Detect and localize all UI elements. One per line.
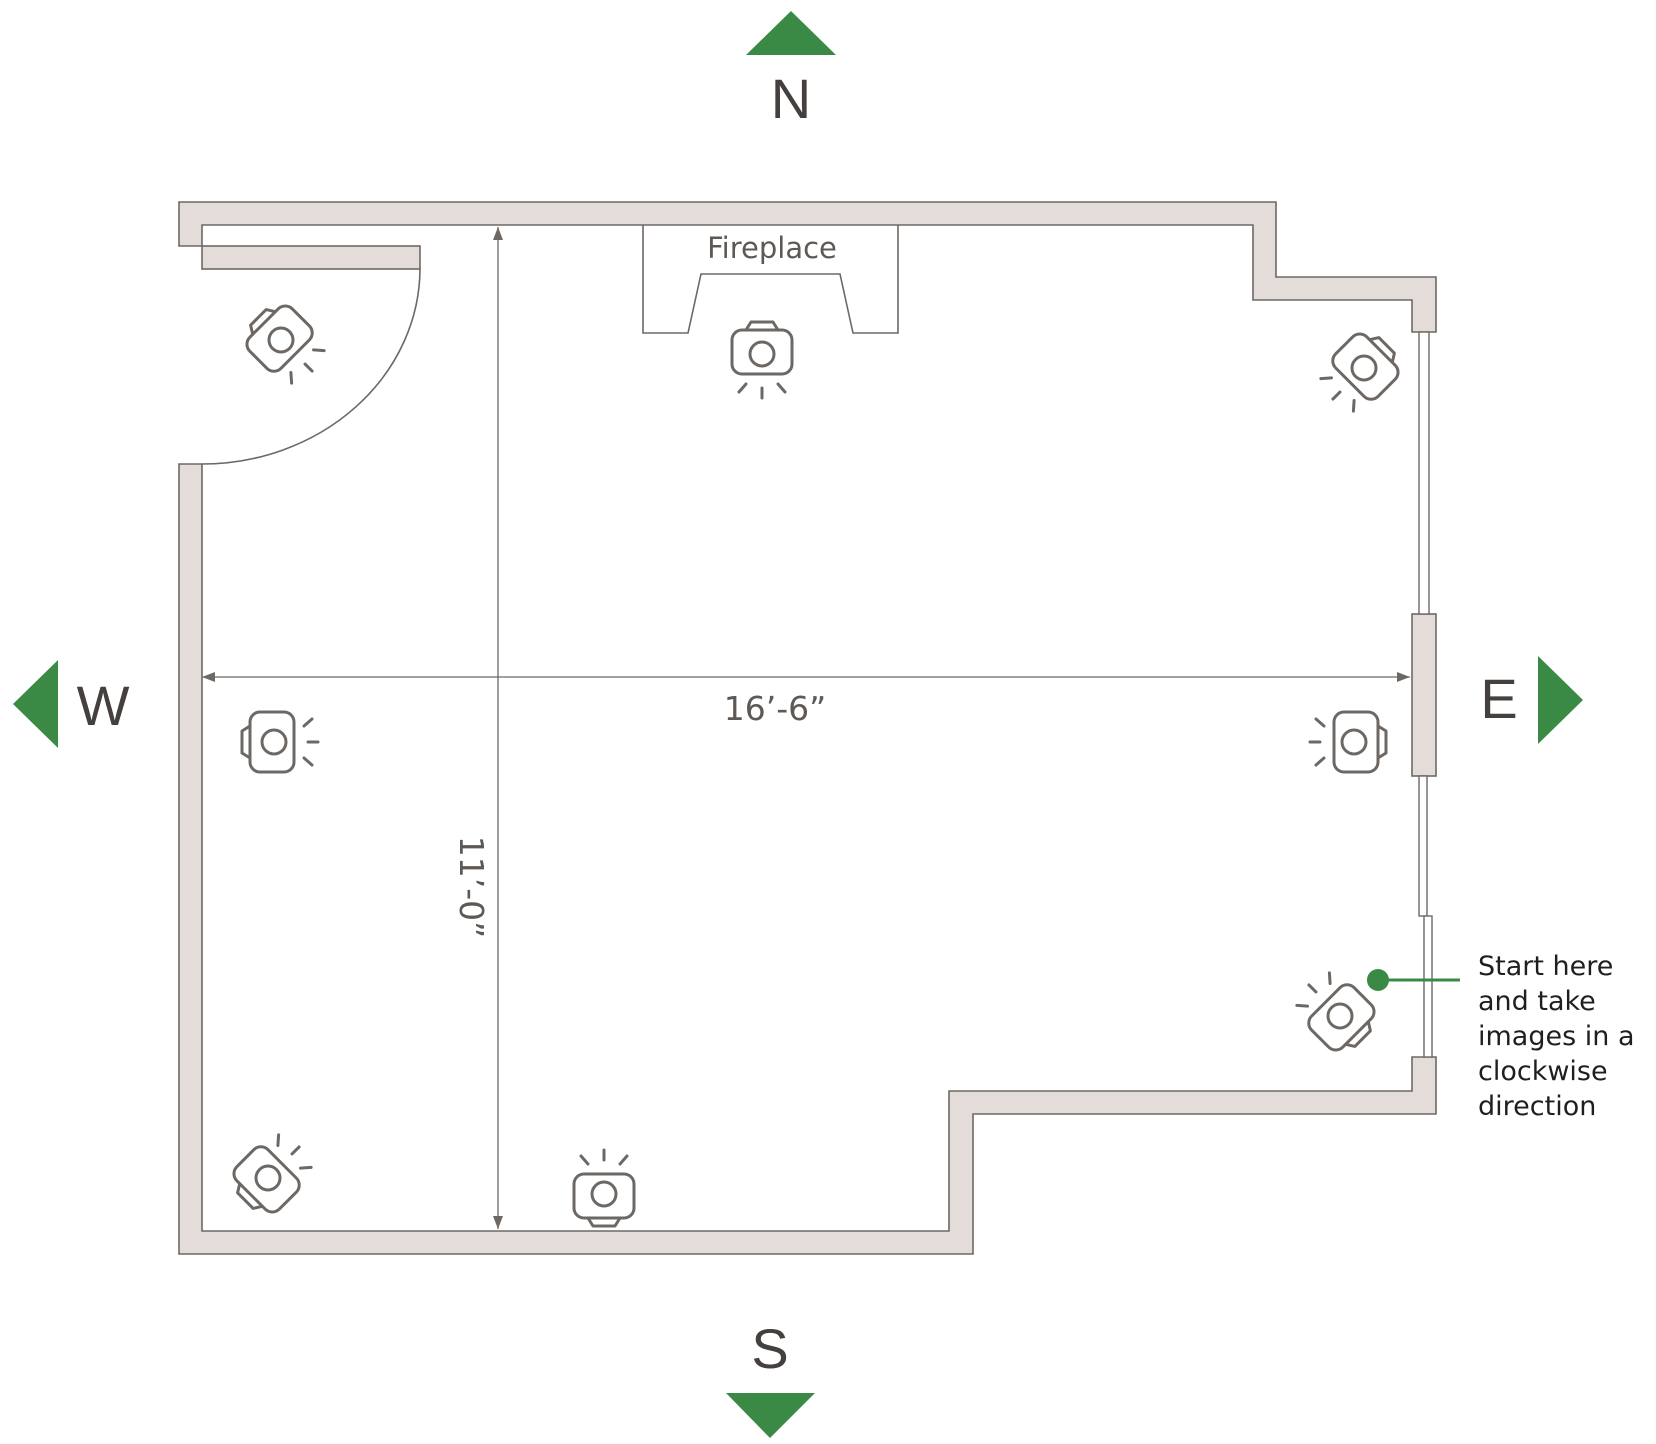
south-arrow-icon xyxy=(726,1393,815,1438)
east-wall-pier xyxy=(1411,613,1437,777)
south-label: S xyxy=(751,1317,788,1380)
start-note-line-4: clockwise xyxy=(1478,1056,1608,1087)
window-upper xyxy=(1418,331,1430,615)
camera-icon xyxy=(1310,322,1410,422)
camera-icon xyxy=(730,320,794,400)
walls xyxy=(178,201,1437,1255)
width-label: 16’-6” xyxy=(724,689,826,728)
length-label: 11’-0” xyxy=(452,836,491,938)
fireplace-label: Fireplace xyxy=(707,231,837,265)
east-label: E xyxy=(1480,667,1517,730)
camera-icon xyxy=(1308,710,1388,774)
start-note-line-5: direction xyxy=(1478,1091,1596,1122)
camera-icon xyxy=(235,294,335,394)
door-leaf xyxy=(201,245,421,270)
west-label: W xyxy=(77,674,130,737)
camera-icon xyxy=(240,710,320,774)
north-arrow-icon xyxy=(746,11,836,55)
north-label: N xyxy=(771,67,811,130)
start-note-line-3: images in a xyxy=(1478,1021,1635,1052)
width-dimension: 16’-6” xyxy=(202,672,1410,728)
fireplace: Fireplace xyxy=(642,225,899,334)
start-note: Start here and take images in a clockwis… xyxy=(1478,951,1635,1122)
west-arrow-icon xyxy=(13,660,58,748)
camera-icon xyxy=(572,1148,636,1228)
start-marker xyxy=(1367,969,1460,991)
door-swing xyxy=(201,268,421,465)
start-note-line-2: and take xyxy=(1478,986,1596,1017)
start-note-line-1: Start here xyxy=(1478,951,1613,982)
window-lower xyxy=(1418,775,1428,917)
south-wall xyxy=(178,463,1437,1255)
length-dimension: 11’-0” xyxy=(452,227,503,1229)
camera-icon xyxy=(222,1124,322,1224)
window-lower-2 xyxy=(1423,915,1433,1058)
east-arrow-icon xyxy=(1538,656,1583,744)
